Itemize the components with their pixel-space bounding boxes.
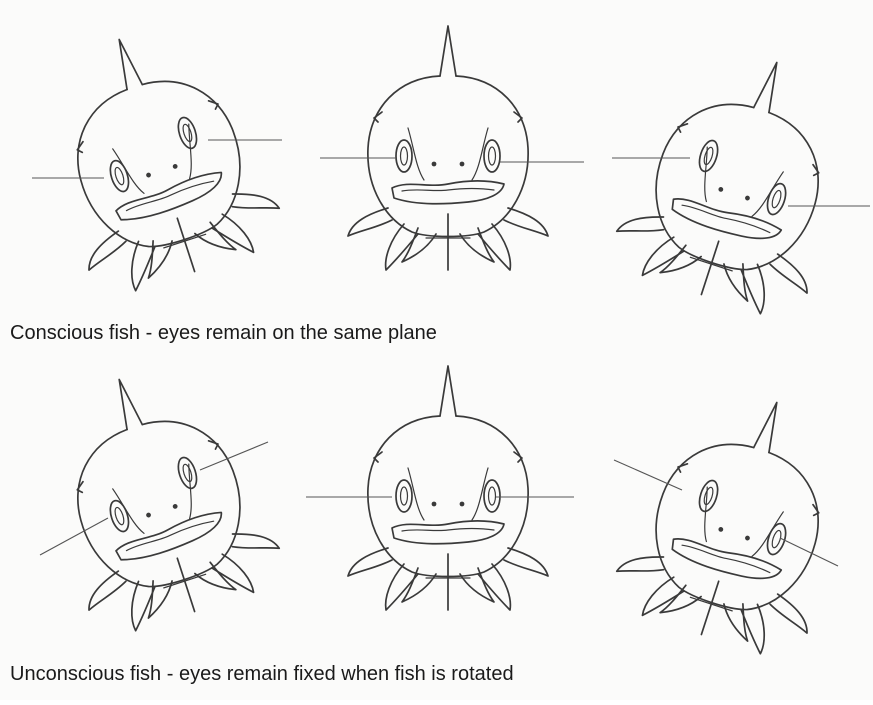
caption-conscious-fish: Conscious fish - eyes remain on the same… — [10, 322, 437, 345]
unconscious-fish-left — [24, 349, 290, 643]
conscious-fish-right — [606, 32, 872, 326]
conscious-fish-left — [24, 9, 290, 303]
unconscious-fish-center — [348, 366, 548, 610]
eye-pointer-line — [40, 518, 108, 555]
eye-pointer-line — [200, 442, 268, 470]
caption-unconscious-fish: Unconscious fish - eyes remain fixed whe… — [10, 663, 514, 686]
conscious-fish-center — [348, 26, 548, 270]
unconscious-fish-right — [606, 372, 872, 666]
